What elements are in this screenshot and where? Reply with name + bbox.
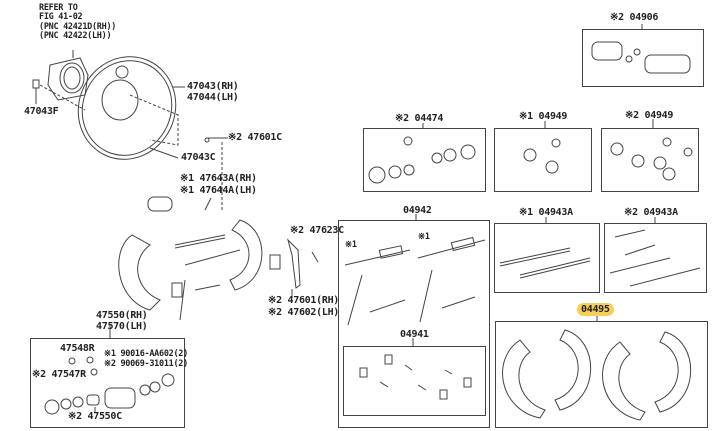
kit-box-04495 xyxy=(495,321,708,428)
nut-shape xyxy=(32,79,40,89)
label-47043c[interactable]: 47043C xyxy=(181,152,216,163)
label-90016[interactable]: ※1 90016-AA602(2) xyxy=(104,349,188,359)
reference-note-4: (PNC 42422(LH)) xyxy=(39,31,112,41)
label-47043[interactable]: 47043(RH) xyxy=(187,81,239,92)
brake-shoe-right xyxy=(229,219,263,291)
kit-box-04906 xyxy=(582,29,704,87)
kit-label-04906[interactable]: ※2 04906 xyxy=(610,12,659,23)
kit-04943a-1-parts xyxy=(499,247,591,279)
label-47044[interactable]: 47044(LH) xyxy=(187,92,239,103)
reference-note-2: FIG 41-02 xyxy=(39,12,83,22)
kit-box-04943a-1 xyxy=(494,223,600,293)
kit-04495-shoes xyxy=(502,329,692,421)
kit-box-04942 xyxy=(338,220,490,428)
label-90069[interactable]: ※2 90069-31011(2) xyxy=(104,359,188,369)
kit-label-04943a-2[interactable]: ※2 04943A xyxy=(624,207,678,218)
kit-box-04941 xyxy=(343,346,486,416)
label-47601[interactable]: ※2 47601(RH) xyxy=(268,295,340,306)
kit-04942-springs xyxy=(344,236,486,326)
label-47623c[interactable]: ※2 47623C xyxy=(290,225,344,236)
kit-04906-parts xyxy=(591,41,691,74)
label-47043f[interactable]: 47043F xyxy=(24,106,59,117)
label-47643a[interactable]: ※1 47643A(RH) xyxy=(180,173,257,184)
kit-04941-parts xyxy=(359,354,472,400)
kit-label-04942[interactable]: 04942 xyxy=(403,205,432,216)
kit-label-04941[interactable]: 04941 xyxy=(400,329,429,340)
hub-flange xyxy=(47,57,89,101)
kit-label-04949-2[interactable]: ※2 04949 xyxy=(625,110,674,121)
kit-label-04943a-1[interactable]: ※1 04943A xyxy=(519,207,573,218)
kit-box-04949-2 xyxy=(601,128,699,192)
kit-04942-mark-2: ※1 xyxy=(418,232,430,242)
label-47550c[interactable]: ※2 47550C xyxy=(68,411,122,422)
kit-04474-parts xyxy=(368,136,476,184)
reference-note-1: REFER TO xyxy=(39,3,78,13)
brake-shoe-left xyxy=(118,234,161,311)
kit-box-04474 xyxy=(363,128,486,192)
kit-box-04943a-2 xyxy=(604,223,707,293)
label-47570[interactable]: 47570(LH) xyxy=(96,321,148,332)
kit-box-04949-1 xyxy=(494,128,592,192)
kit-04942-mark-1: ※1 xyxy=(345,240,357,250)
backing-plate xyxy=(77,56,177,160)
parking-lever xyxy=(287,238,301,289)
kit-label-04474[interactable]: ※2 04474 xyxy=(395,113,444,124)
label-47601c[interactable]: ※2 47601C xyxy=(228,132,282,143)
wheel-cylinder xyxy=(44,356,175,415)
kit-04949-1-parts xyxy=(523,138,561,174)
kit-label-04949-1[interactable]: ※1 04949 xyxy=(519,111,568,122)
kit-label-04495-highlighted[interactable]: 04495 xyxy=(577,303,614,316)
label-47550[interactable]: 47550(RH) xyxy=(96,310,148,321)
reference-note-3: (PNC 42421D(RH)) xyxy=(39,22,117,32)
kit-04943a-2-parts xyxy=(609,229,701,287)
label-47644a[interactable]: ※1 47644A(LH) xyxy=(180,185,257,196)
label-47548r[interactable]: 47548R xyxy=(60,343,95,354)
wheel-cylinder-box xyxy=(30,338,185,428)
label-47547r[interactable]: ※2 47547R xyxy=(32,369,86,380)
label-47602[interactable]: ※2 47602(LH) xyxy=(268,307,340,318)
kit-04949-2-parts xyxy=(610,137,693,181)
